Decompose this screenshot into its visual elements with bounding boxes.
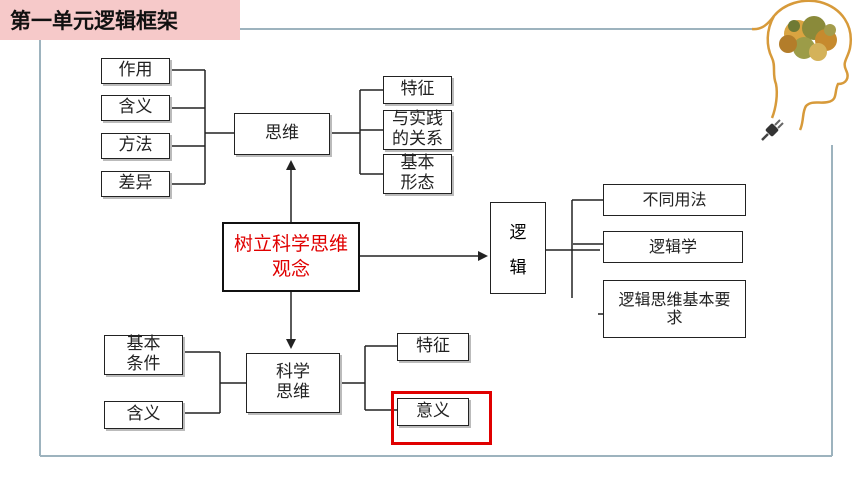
thinking-item-method: 方法 — [101, 133, 170, 159]
brain-head-icon — [751, 0, 852, 131]
plug-icon — [761, 119, 784, 141]
scientific-thinking-node: 科学思维 — [246, 353, 340, 413]
scientific-item-significance: 意义 — [397, 398, 469, 426]
scientific-item-meaning: 含义 — [104, 401, 183, 429]
central-concept-label: 树立科学思维观念 — [233, 233, 348, 280]
thinking-item-practice-relation: 与实践的关系 — [383, 110, 452, 150]
page-title: 第一单元逻辑框架 — [0, 0, 240, 40]
scientific-item-feature: 特征 — [397, 333, 469, 361]
thinking-node: 思维 — [234, 113, 330, 155]
logic-item-logics: 逻辑学 — [603, 231, 743, 263]
logic-item-usages: 不同用法 — [603, 184, 746, 216]
thinking-item-meaning: 含义 — [101, 95, 170, 121]
logic-label-top: 逻 — [509, 223, 527, 243]
thinking-item-basic-forms: 基本形态 — [383, 154, 452, 194]
logic-item-requirements: 逻辑思维基本要求 — [603, 280, 746, 338]
logic-node: 逻 辑 — [490, 202, 546, 294]
highlight-frame — [391, 391, 492, 445]
scientific-item-conditions: 基本条件 — [104, 335, 183, 375]
logic-label-bottom: 辑 — [509, 258, 527, 278]
central-concept-box: 树立科学思维观念 — [222, 222, 360, 292]
thinking-item-function: 作用 — [101, 58, 170, 84]
thinking-item-difference: 差异 — [101, 171, 170, 197]
thinking-item-feature: 特征 — [383, 76, 452, 104]
